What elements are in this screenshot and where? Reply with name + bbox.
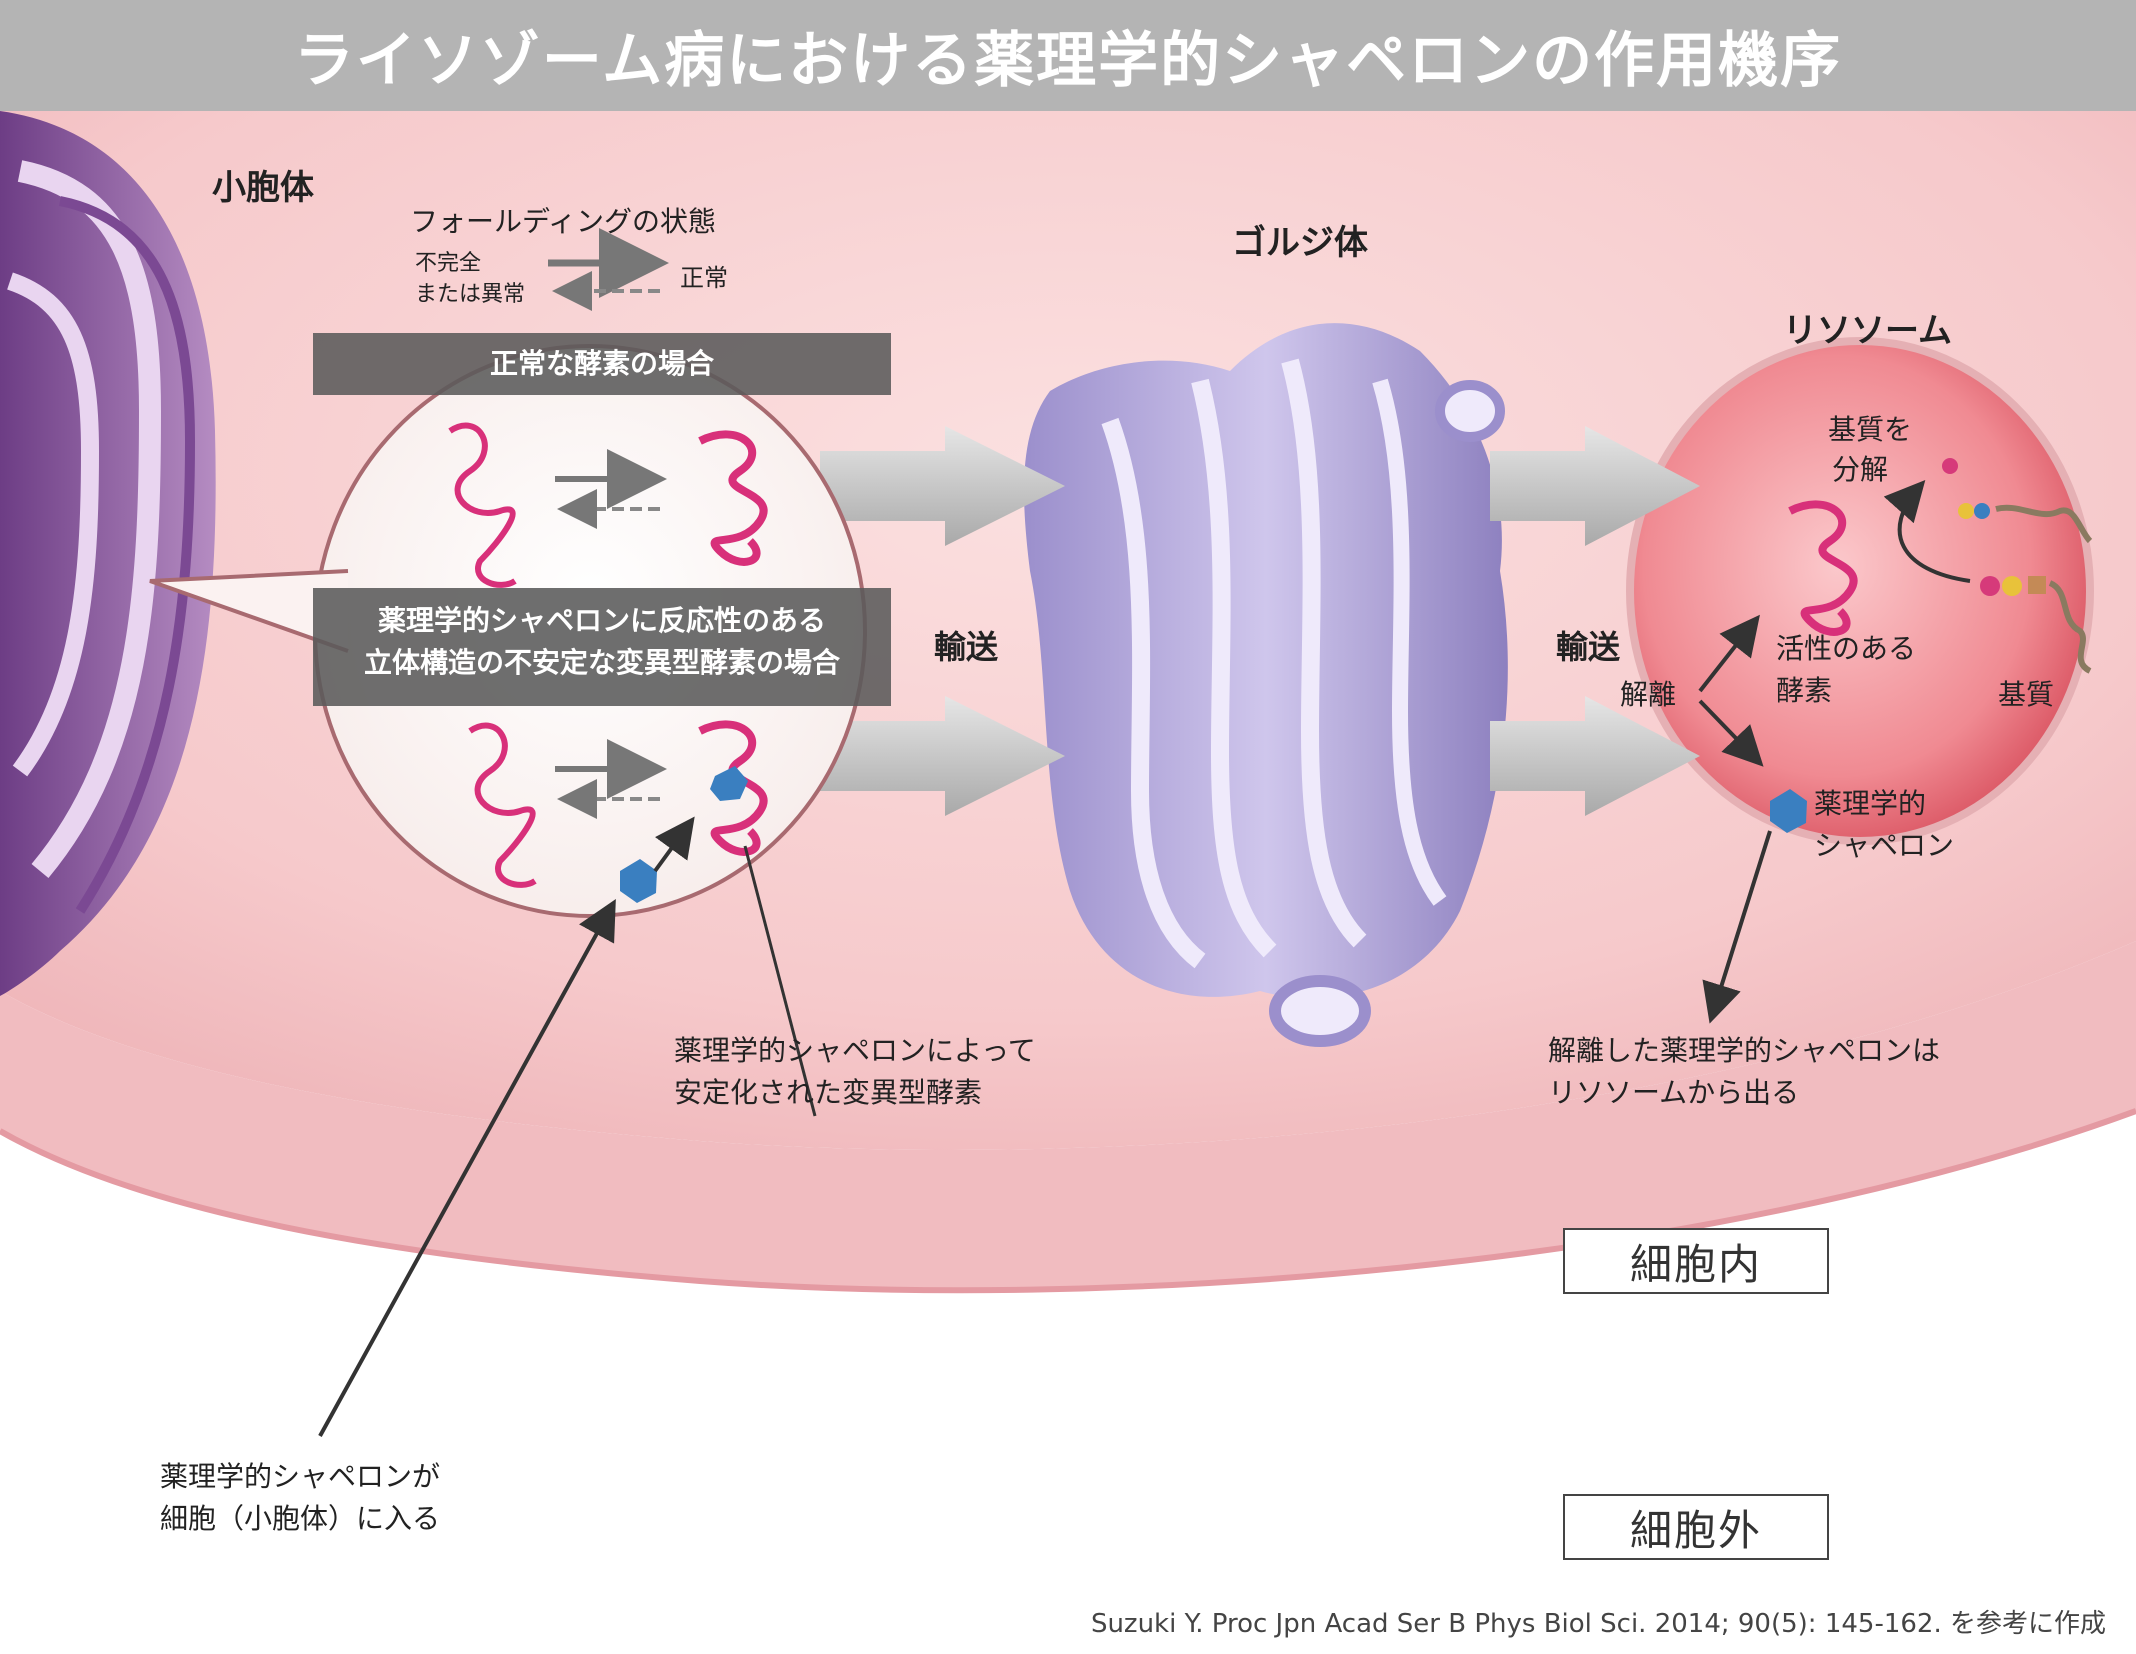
substrate-degrade-label: 基質を 分解: [1828, 410, 1912, 490]
citation: Suzuki Y. Proc Jpn Acad Ser B Phys Biol …: [1090, 1609, 2106, 1639]
enter-annotation-1: 薬理学的シャペロンが: [160, 1460, 441, 1493]
active-enzyme-label-1: 活性のある: [1776, 632, 1917, 665]
enter-pointer-line: [318, 898, 616, 1437]
degraded-substrate: [1942, 458, 2093, 544]
chaperone-label-2: シャペロン: [1814, 829, 1955, 862]
enzyme-unfolded-normal: [448, 422, 517, 588]
page-title: ライソゾーム病における薬理学的シャペロンの作用機序: [293, 26, 1843, 96]
transport-arrows: [820, 426, 1700, 816]
normal-label: 正常: [680, 264, 728, 292]
incomplete-label: 不完全 または異常: [415, 248, 525, 310]
chaperone-label: 薬理学的 シャペロン: [1814, 783, 1954, 867]
er-label: 小胞体: [212, 168, 314, 208]
exit-pointer-line: [1702, 830, 1772, 1024]
lysosome-label: リソソーム: [1783, 311, 1952, 351]
mutant-case-band: 薬理学的シャペロンに反応性のある 立体構造の不安定な変異型酵素の場合: [313, 588, 891, 706]
chaperone-molecule-lysosome: [1770, 789, 1807, 833]
normal-case-label: 正常な酵素の場合: [489, 347, 714, 380]
exit-annotation-1: 解離した薬理学的シャペロンは: [1548, 1034, 1941, 1067]
enzyme-unfolded-mutant: [468, 722, 537, 888]
lysosome-organelle: [1626, 337, 2094, 845]
golgi-label: ゴルジ体: [1232, 223, 1368, 263]
exit-annotation: 解離した薬理学的シャペロンは リソソームから出る: [1548, 1030, 1940, 1114]
chaperone-pointer-line: [653, 816, 695, 873]
enzyme-folded-mutant: [698, 720, 768, 856]
normal-case-band: 正常な酵素の場合: [313, 333, 891, 395]
stabilized-annotation: 薬理学的シャペロンによって 安定化された変異型酵素: [674, 1030, 1036, 1114]
dissociation-arrow-chaperone: [1698, 699, 1764, 767]
chaperone-molecule-bubble: [620, 859, 657, 903]
intracellular-box: 細胞内: [1563, 1228, 1829, 1294]
substrate-label: 基質: [1998, 678, 2055, 711]
dissociation-label: 解離: [1620, 678, 1677, 711]
mutant-case-label-2: 立体構造の不安定な変異型酵素の場合: [363, 646, 840, 679]
incomplete-label-2: または異常: [415, 282, 526, 307]
substrate-degrade-label-1: 基質を: [1828, 413, 1913, 446]
cell-membrane: [0, 941, 2136, 1291]
transport-label-1: 輸送: [934, 628, 999, 666]
stabilized-pointer-line: [743, 845, 817, 1117]
chaperone-label-1: 薬理学的: [1814, 787, 1927, 820]
mutant-case-label-1: 薬理学的シャペロンに反応性のある: [377, 604, 826, 637]
stabilized-annotation-2: 安定化された変異型酵素: [674, 1076, 983, 1109]
enter-annotation-2: 細胞（小胞体）に入る: [160, 1502, 441, 1535]
exit-annotation-2: リソソームから出る: [1548, 1076, 1800, 1109]
dissociation-arrow-enzyme: [1698, 614, 1760, 693]
golgi-organelle: [1024, 323, 1508, 1047]
substrate-degrade-label-2: 分解: [1832, 453, 1889, 486]
enter-annotation: 薬理学的シャペロンが 細胞（小胞体）に入る: [160, 1456, 440, 1540]
active-enzyme-label: 活性のある 酵素: [1776, 628, 1916, 712]
substrate-molecule: [1980, 576, 2092, 674]
active-enzyme-label-2: 酵素: [1776, 674, 1833, 707]
folding-state-label: フォールディングの状態: [410, 205, 717, 238]
transport-label-2: 輸送: [1556, 628, 1621, 666]
er-organelle: [0, 111, 216, 996]
degradation-arrow: [1883, 480, 1971, 583]
title-bar: ライソゾーム病における薬理学的シャペロンの作用機序: [0, 0, 2136, 111]
stabilized-annotation-1: 薬理学的シャペロンによって: [674, 1034, 1036, 1067]
active-enzyme-lysosome: [1788, 500, 1858, 636]
incomplete-label-1: 不完全: [415, 251, 482, 276]
enzyme-folded-normal: [698, 430, 768, 566]
extracellular-box: 細胞外: [1563, 1494, 1829, 1560]
